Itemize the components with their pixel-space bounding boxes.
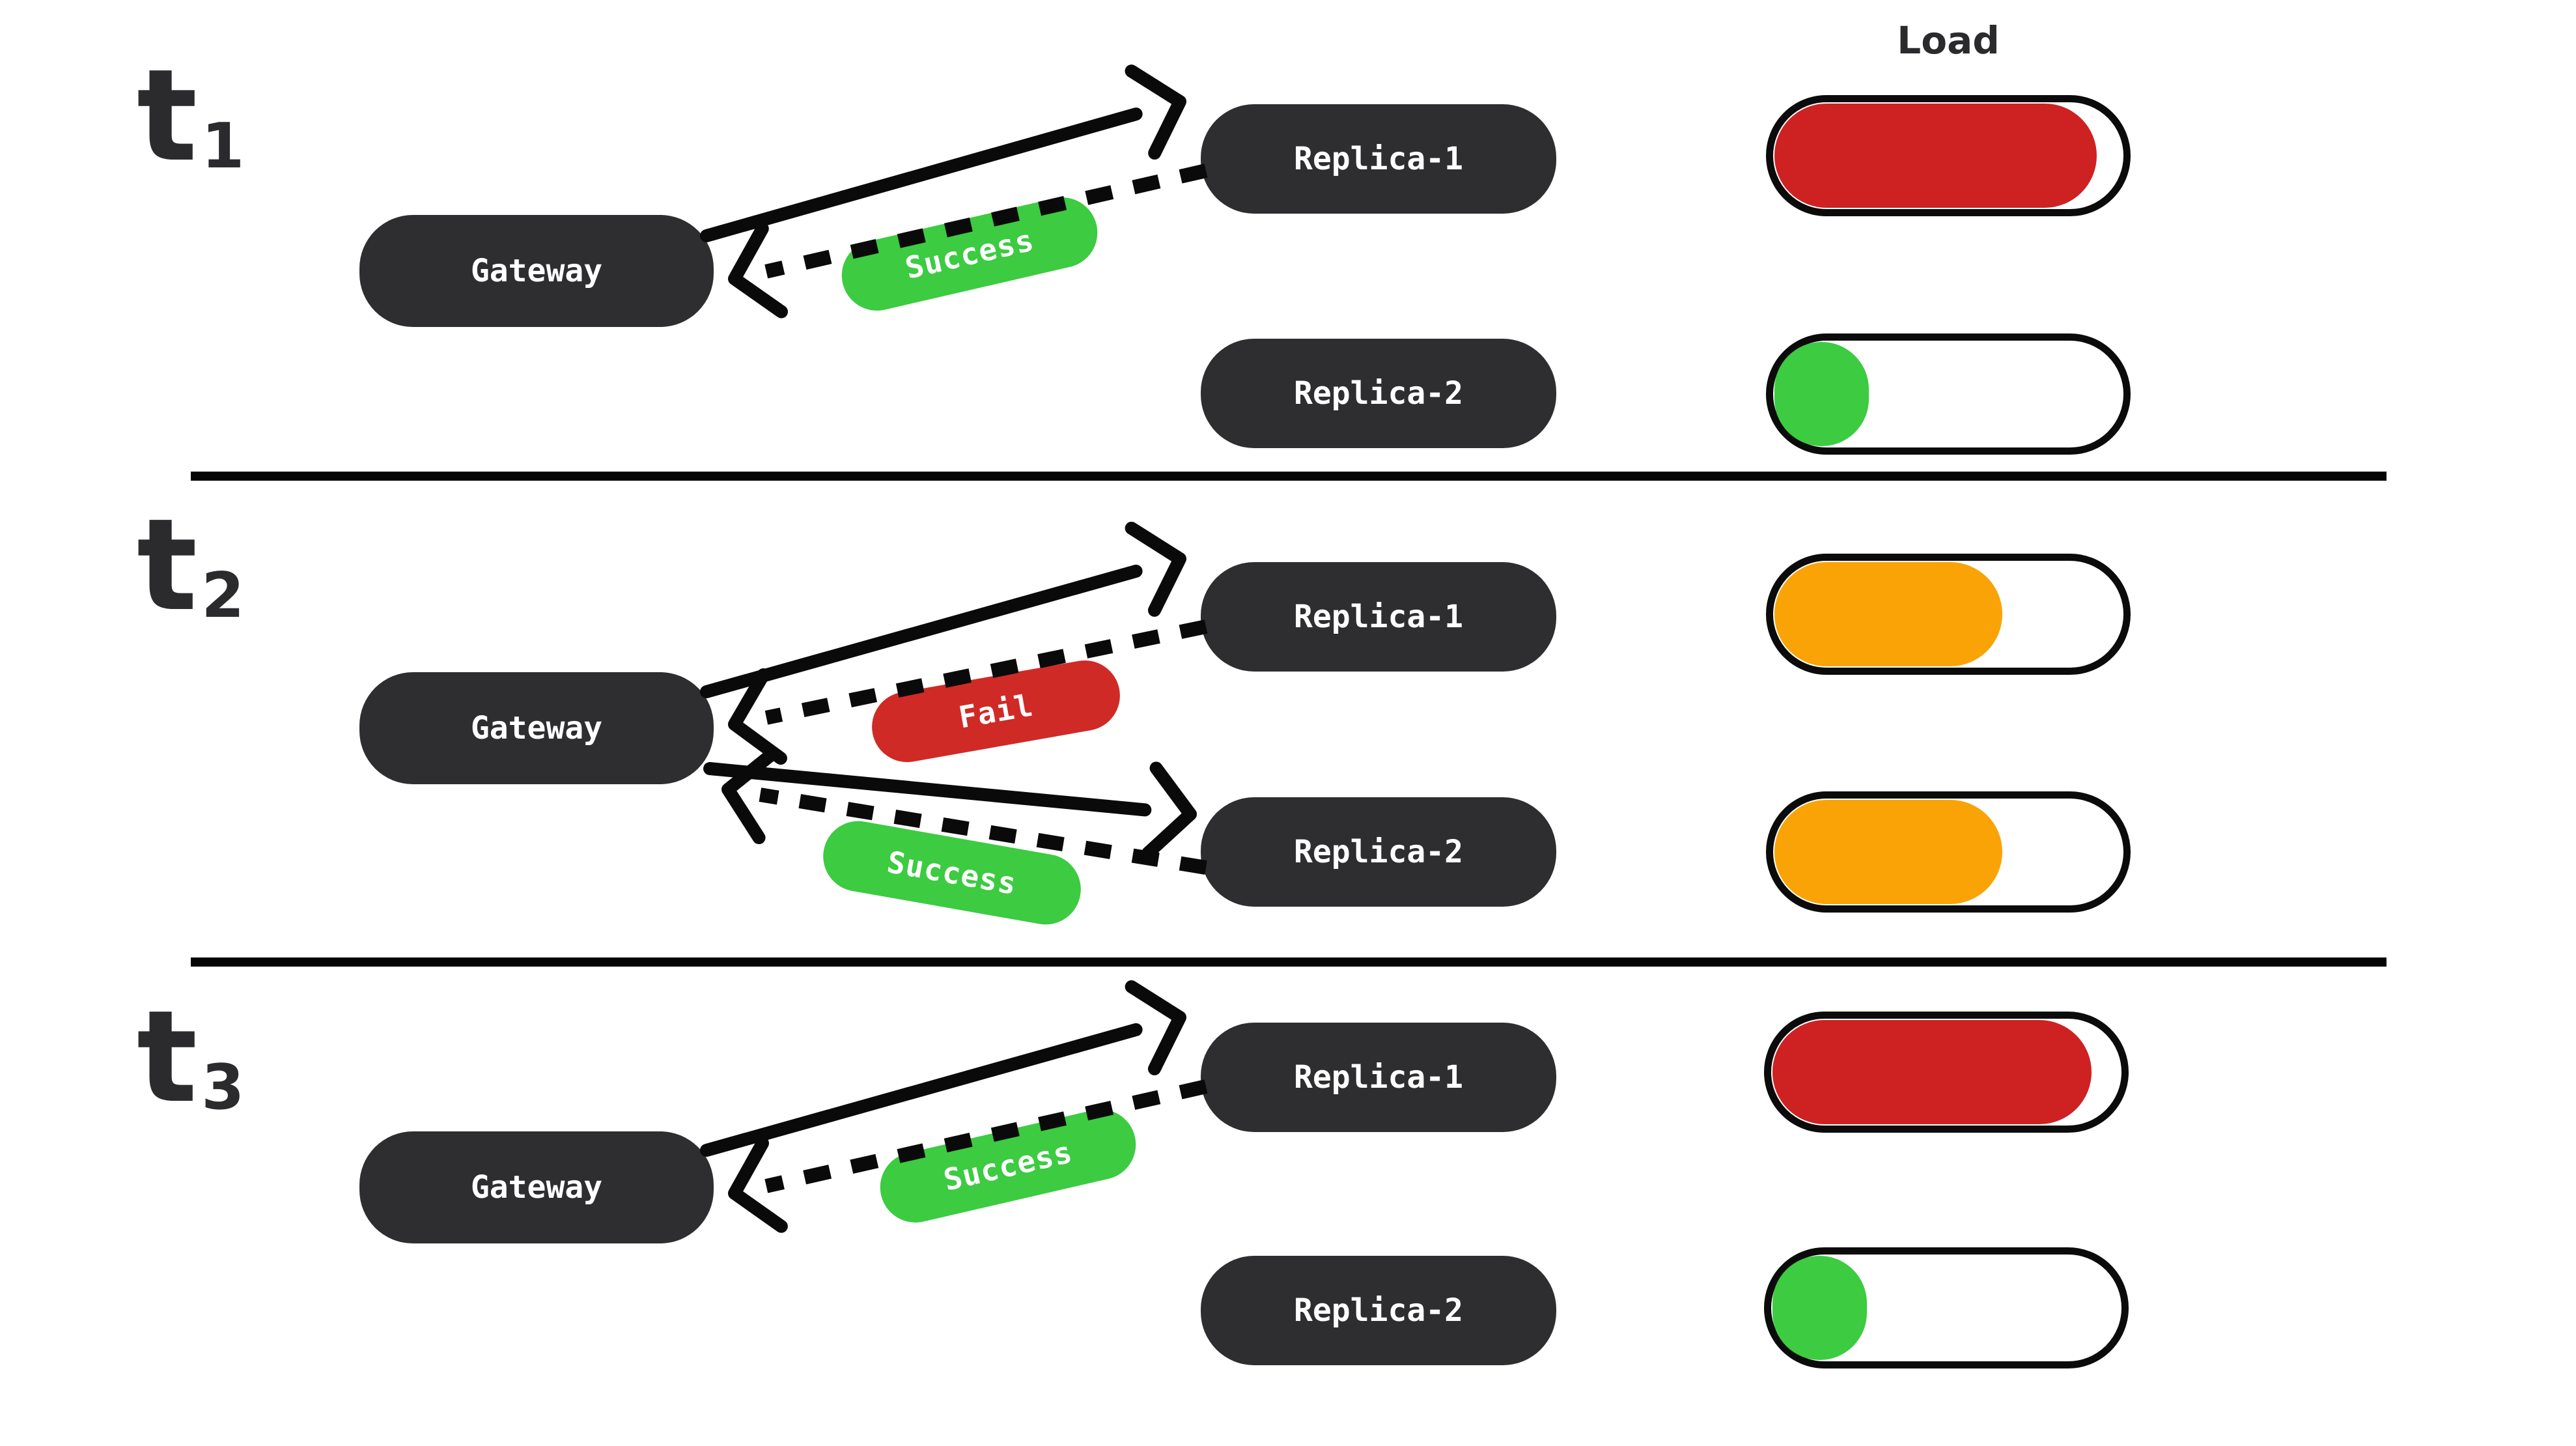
time-label-t1-subscript: 1 (201, 111, 245, 182)
panel-divider-2 (191, 957, 2387, 967)
t1-request-arrow-replica-1-shaft (700, 107, 1143, 242)
load-fill-t2-replica-1 (1774, 562, 2002, 666)
replica-2-node-t1: Replica-2 (1201, 339, 1556, 448)
replica-1-node-t2: Replica-1 (1201, 562, 1556, 672)
load-gauge-t2-replica-2 (1766, 791, 2131, 913)
time-label-t1-letter: t (137, 42, 198, 190)
t1-request-arrow-replica-1-arrowhead (1125, 64, 1186, 160)
load-column-header: Load (1897, 18, 2000, 63)
t2-request-arrow-replica-1-arrowhead (1125, 521, 1186, 617)
time-label-t2: t2 (137, 502, 244, 629)
load-gauge-t3-replica-1 (1764, 1012, 2129, 1133)
t2-response-arrow-replica-1-shaft (764, 619, 1208, 725)
load-fill-t3-replica-1 (1772, 1020, 2092, 1124)
t1-response-arrow-replica-1-shaft (764, 163, 1208, 279)
panel-divider-1 (191, 472, 2387, 481)
time-label-t1: t1 (137, 52, 244, 179)
load-gauge-t2-replica-1 (1766, 554, 2131, 675)
t2-request-arrow-replica-1-shaft (700, 564, 1143, 698)
t3-response-arrow-replica-1-shaft (764, 1079, 1208, 1193)
replica-1-node-t3: Replica-1 (1201, 1023, 1556, 1132)
load-gauge-t1-replica-1 (1766, 95, 2131, 216)
t1-response-arrow-replica-1-arrowhead (728, 222, 789, 319)
gateway-node-t3: Gateway (359, 1131, 714, 1243)
time-label-t3-letter: t (137, 983, 198, 1131)
load-fill-t1-replica-2 (1774, 342, 1869, 446)
gateway-node-t1: Gateway (359, 215, 714, 327)
load-gauge-t3-replica-2 (1764, 1247, 2129, 1368)
time-label-t3-subscript: 3 (201, 1052, 245, 1124)
load-gauge-t1-replica-2 (1766, 333, 2131, 455)
t2-request-arrow-replica-2-arrowhead (1141, 761, 1197, 860)
t2-request-arrow-replica-2-shaft (703, 762, 1152, 817)
load-fill-t1-replica-1 (1774, 104, 2097, 208)
t2-response-arrow-replica-2-arrowhead (721, 746, 779, 845)
time-label-t3: t3 (137, 993, 244, 1120)
replica-1-node-t1: Replica-1 (1201, 104, 1556, 214)
load-fill-t2-replica-2 (1774, 800, 2002, 904)
time-label-t2-subscript: 2 (201, 560, 245, 632)
t3-request-arrow-replica-1-arrowhead (1125, 980, 1186, 1075)
t3-request-arrow-replica-1-shaft (700, 1023, 1143, 1157)
gateway-node-t2: Gateway (359, 672, 714, 784)
t3-response-arrow-replica-1-arrowhead (728, 1137, 788, 1233)
load-fill-t3-replica-2 (1772, 1256, 1868, 1360)
replica-2-node-t3: Replica-2 (1201, 1256, 1556, 1365)
t2-response-arrow-replica-1-arrowhead (728, 668, 787, 765)
replica-2-node-t2: Replica-2 (1201, 797, 1556, 907)
time-label-t2-letter: t (137, 491, 198, 639)
